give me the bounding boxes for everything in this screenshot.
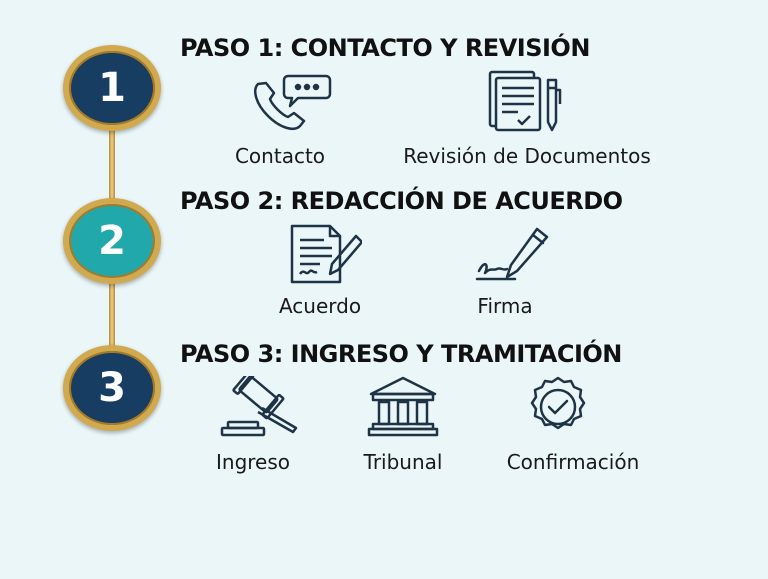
step-3-title: PASO 3: INGRESO Y TRAMITACIÓN: [180, 340, 622, 368]
courthouse-icon: [367, 376, 439, 438]
step-1-title: PASO 1: CONTACTO Y REVISIÓN: [180, 34, 590, 62]
timeline-connector-2-3: [109, 272, 115, 348]
check-badge-icon: [525, 376, 591, 438]
step-2-title: PASO 2: REDACCIÓN DE ACUERDO: [180, 187, 623, 215]
confirmacion-label: Confirmación: [506, 450, 640, 474]
revision-documentos-label: Revisión de Documentos: [403, 144, 651, 168]
step-3-badge: 3: [63, 345, 161, 431]
document-pen-icon: [290, 224, 362, 286]
acuerdo-label: Acuerdo: [278, 294, 362, 318]
contacto-label: Contacto: [234, 144, 326, 168]
ingreso-label: Ingreso: [215, 450, 291, 474]
firma-label: Firma: [477, 294, 533, 318]
step-number: 1: [98, 65, 126, 111]
gavel-icon: [218, 376, 302, 438]
step-number: 3: [98, 365, 126, 411]
signature-pen-icon: [475, 225, 553, 283]
step-number: 2: [98, 218, 126, 264]
timeline-connector-1-2: [109, 120, 115, 200]
phone-chat-icon: [250, 72, 332, 132]
tribunal-label: Tribunal: [363, 450, 443, 474]
documents-pen-icon: [488, 70, 564, 132]
step-1-badge: 1: [63, 45, 161, 131]
step-2-badge: 2: [63, 198, 161, 284]
